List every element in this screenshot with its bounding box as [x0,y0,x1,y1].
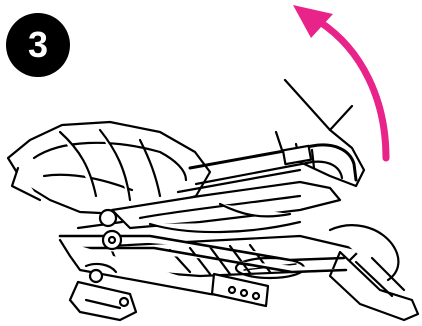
lock-slider [212,274,268,306]
front-wheel [330,225,418,320]
hand-icon [276,80,364,186]
